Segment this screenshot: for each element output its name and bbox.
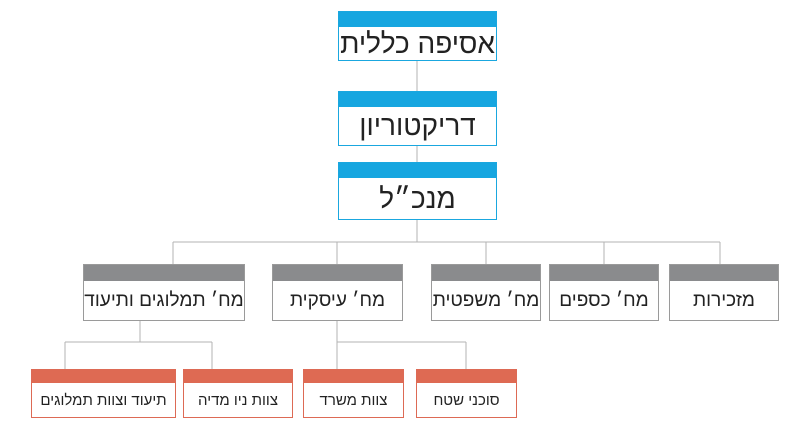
- node-accent-bar: [32, 370, 175, 383]
- node-ceo: מנכ״ל: [338, 162, 497, 220]
- node-label: דריקטוריון: [359, 110, 476, 141]
- node-accent-bar: [273, 265, 402, 281]
- node-dept-business: מח׳ עיסקית: [272, 264, 403, 321]
- node-board: דריקטוריון: [338, 91, 497, 146]
- node-accent-bar: [550, 265, 658, 281]
- node-accent-bar: [84, 265, 244, 281]
- node-dept-secretariat: מזכירות: [669, 264, 779, 321]
- node-accent-bar: [417, 370, 516, 383]
- node-accent-bar: [432, 265, 540, 281]
- node-dept-legal: מח׳ משפטית: [431, 264, 541, 321]
- node-label: סוכני שטח: [433, 391, 500, 409]
- node-accent-bar: [339, 163, 496, 178]
- node-accent-bar: [304, 370, 403, 383]
- node-team-media: צוות ניו מדיה: [183, 369, 293, 418]
- node-label: מנכ״ל: [379, 182, 456, 214]
- node-label: צוות משרד: [319, 391, 388, 409]
- node-team-royalties: תיעוד וצוות תמלוגים: [31, 369, 176, 418]
- node-label: אסיפה כללית: [340, 27, 495, 59]
- node-general-assembly: אסיפה כללית: [338, 11, 497, 61]
- node-label: מח׳ משפטית: [432, 289, 540, 311]
- node-label: מח׳ תמלוגים ותיעוד: [84, 289, 244, 311]
- node-dept-finance: מח׳ כספים: [549, 264, 659, 321]
- node-team-field: סוכני שטח: [416, 369, 517, 418]
- node-label: צוות ניו מדיה: [197, 391, 279, 409]
- node-label: מזכירות: [693, 289, 755, 311]
- node-dept-complaints: מח׳ תמלוגים ותיעוד: [83, 264, 245, 321]
- node-accent-bar: [184, 370, 292, 383]
- node-label: תיעוד וצוות תמלוגים: [40, 391, 167, 409]
- node-label: מח׳ כספים: [559, 289, 649, 311]
- node-team-office: צוות משרד: [303, 369, 404, 418]
- node-accent-bar: [339, 12, 496, 27]
- node-label: מח׳ עיסקית: [289, 289, 386, 311]
- node-accent-bar: [670, 265, 778, 281]
- node-accent-bar: [339, 92, 496, 107]
